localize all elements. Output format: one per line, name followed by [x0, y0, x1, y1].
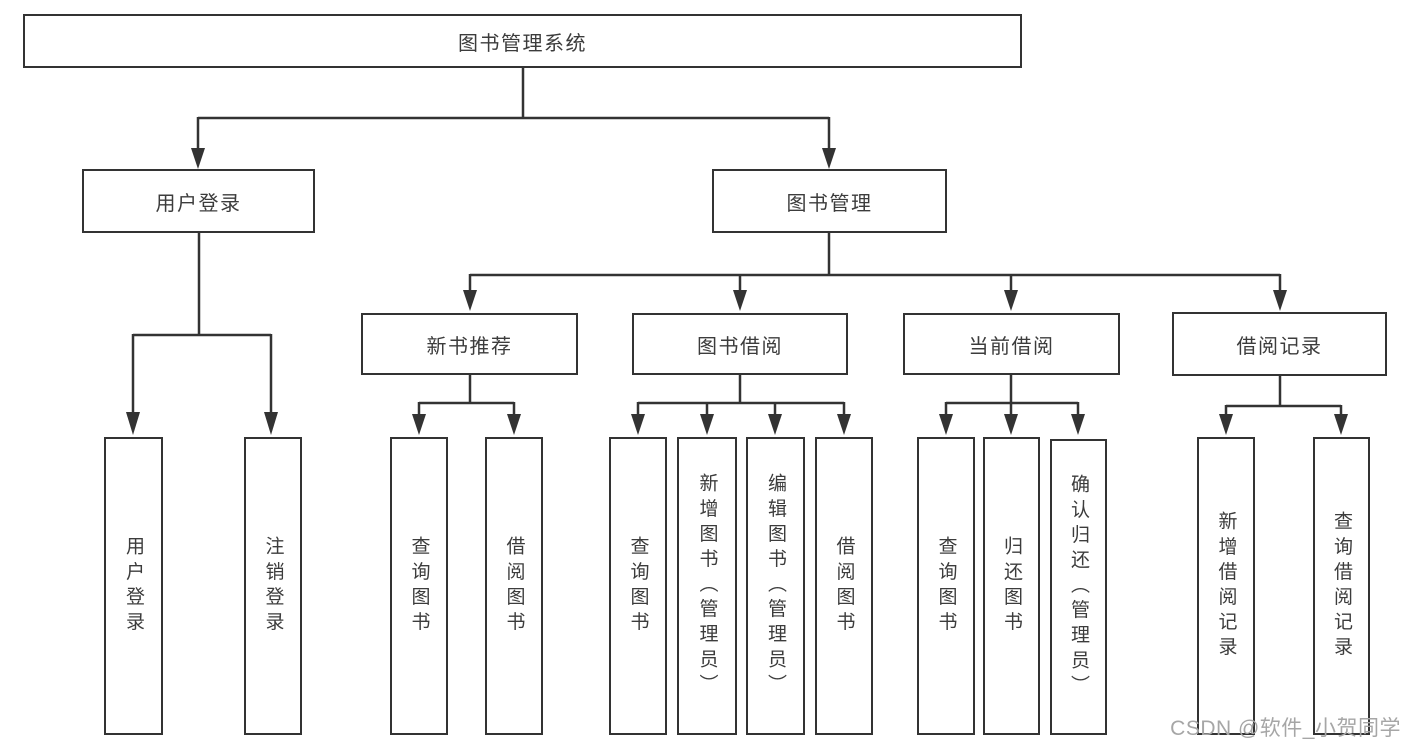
leaf-current-return-books: 归还图书: [983, 437, 1040, 735]
leaf-newbook-borrow-books: 借阅图书: [485, 437, 543, 735]
leaf-user-login-label: 用户登录: [123, 535, 144, 637]
leaf-newbook-query-books: 查询图书: [390, 437, 448, 735]
node-borrow-records: 借阅记录: [1172, 312, 1387, 376]
node-new-book-recommend-label: 新书推荐: [426, 335, 513, 358]
leaf-borrowing-query-books-label: 查询图书: [627, 535, 649, 637]
node-current-borrowing-label: 当前借阅: [968, 335, 1055, 358]
node-book-management-label: 图书管理: [786, 192, 873, 215]
leaf-borrowing-edit-books-admin: 编辑图书（管理员）: [746, 437, 805, 735]
leaf-user-login: 用户登录: [104, 437, 163, 735]
leaf-newbook-query-books-label: 查询图书: [408, 535, 430, 637]
leaf-logout-label: 注销登录: [262, 535, 284, 637]
node-book-borrowing: 图书借阅: [632, 313, 848, 375]
leaf-current-query-books: 查询图书: [917, 437, 975, 735]
leaf-borrowing-borrow-books: 借阅图书: [815, 437, 873, 735]
node-book-borrowing-label: 图书借阅: [697, 335, 783, 358]
leaf-borrowing-add-books-admin-label: 新增图书（管理员）: [696, 473, 718, 699]
leaf-newbook-borrow-books-label: 借阅图书: [503, 535, 525, 637]
node-user-login: 用户登录: [82, 169, 315, 233]
leaf-current-confirm-return-admin-label: 确认归还（管理员）: [1068, 474, 1089, 700]
leaf-records-add-record: 新增借阅记录: [1197, 437, 1255, 735]
leaf-borrowing-query-books: 查询图书: [609, 437, 667, 735]
leaf-logout: 注销登录: [244, 437, 302, 735]
leaf-borrowing-borrow-books-label: 借阅图书: [833, 535, 855, 637]
leaf-current-confirm-return-admin: 确认归还（管理员）: [1050, 439, 1107, 735]
csdn-watermark: CSDN @软件_小贺同学: [1170, 717, 1401, 740]
node-new-book-recommend: 新书推荐: [361, 313, 578, 375]
leaf-records-add-record-label: 新增借阅记录: [1215, 510, 1237, 662]
leaf-current-query-books-label: 查询图书: [935, 535, 957, 637]
leaf-records-query-record-label: 查询借阅记录: [1331, 510, 1352, 662]
leaf-borrowing-add-books-admin: 新增图书（管理员）: [677, 437, 737, 735]
leaf-borrowing-edit-books-admin-label: 编辑图书（管理员）: [765, 473, 786, 699]
node-book-management: 图书管理: [712, 169, 947, 233]
leaf-current-return-books-label: 归还图书: [1001, 535, 1022, 637]
node-root-label: 图书管理系统: [458, 32, 587, 55]
node-root: 图书管理系统: [23, 14, 1022, 68]
arrowhead-icons: [126, 148, 1348, 435]
node-borrow-records-label: 借阅记录: [1236, 335, 1323, 358]
node-current-borrowing: 当前借阅: [903, 313, 1120, 375]
leaf-records-query-record: 查询借阅记录: [1313, 437, 1370, 735]
node-user-login-label: 用户登录: [155, 192, 242, 215]
